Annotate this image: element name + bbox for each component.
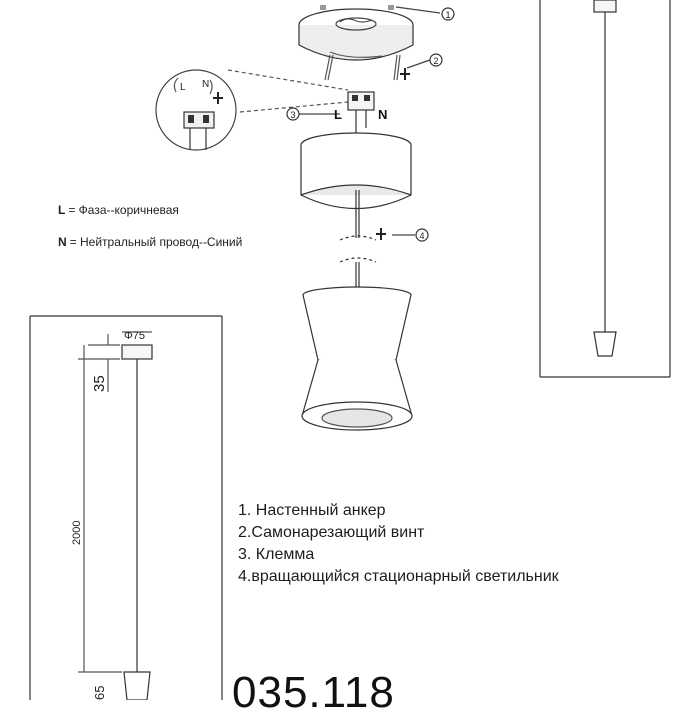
diagram-drawing (29, 0, 671, 700)
parts-list-item: 1. Настенный анкер (238, 502, 386, 519)
legend-phase: L= Фаза--коричневая (58, 203, 179, 217)
wiring-detail (155, 69, 237, 151)
detail-n-label: N (202, 79, 209, 90)
legend-neutral-text: = Нейтральный провод--Синий (69, 235, 243, 249)
callout-3-circle (286, 107, 300, 121)
wall-anchor-plate (298, 5, 414, 61)
legend-phase-key: L (58, 203, 66, 217)
callout-1-leader (395, 6, 441, 14)
suspension-cable (339, 190, 386, 288)
callout-4-number: 4 (419, 231, 424, 241)
callout-3-number: 3 (290, 110, 295, 120)
lamp-body (301, 286, 413, 431)
callout-1-number: 1 (445, 10, 450, 20)
callout-1-circle (441, 7, 455, 21)
terminal-block (347, 91, 375, 128)
callout-2-leader (406, 59, 431, 69)
installation-diagram: 1 2 3 4 L N L N Φ75 35 2000 65 L= Фаза--… (29, 0, 671, 717)
left-dimension-frame (29, 315, 223, 700)
terminal-l-label: L (334, 107, 342, 122)
legend-neutral: N= Нейтральный провод--Синий (58, 235, 242, 249)
diameter-label: Φ75 (124, 330, 145, 342)
parts-list: 1. Настенный анкер 2.Самонарезающий винт… (238, 500, 559, 588)
cable-length-label: 2000 (71, 521, 83, 545)
legend-neutral-key: N (58, 235, 67, 249)
parts-list-item: 2.Самонарезающий винт (238, 524, 425, 541)
shade-height-label: 65 (92, 686, 107, 700)
right-elevation-frame (539, 0, 671, 378)
callout-2-circle (429, 53, 443, 67)
detail-leader (227, 69, 349, 113)
screws (324, 54, 410, 81)
terminal-n-label: N (378, 107, 387, 122)
legend-phase-text: = Фаза--коричневая (68, 203, 179, 217)
callout-2-number: 2 (433, 56, 438, 66)
callout-4-circle (415, 228, 429, 242)
detail-l-label: L (180, 82, 186, 93)
diagram-labels: 1 2 3 4 L N L N Φ75 35 2000 65 (71, 10, 451, 700)
parts-list-item: 3. Клемма (238, 546, 315, 563)
parts-list-item: 4.вращающийся стационарный светильник (238, 568, 559, 585)
model-number: 035.118 (232, 668, 395, 717)
canopy-height-label: 35 (91, 375, 108, 392)
